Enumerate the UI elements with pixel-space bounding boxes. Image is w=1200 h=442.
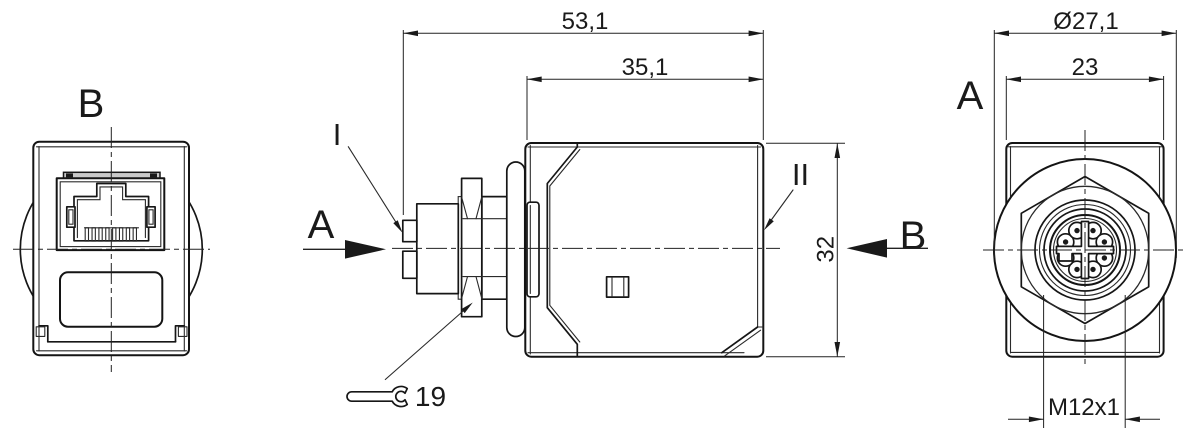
view-arrow-b-label: B — [900, 214, 927, 258]
view-b-rear: B — [13, 82, 210, 372]
m12-tip-upper — [401, 219, 418, 243]
view-arrow-b: B — [846, 214, 928, 258]
dim-flange-diameter: Ø27,1 — [993, 8, 1177, 258]
flange-disc — [505, 161, 526, 338]
view-arrow-a-label: A — [308, 203, 335, 247]
body-chamfer-edge — [546, 143, 579, 357]
detail-ii-callout: II — [764, 157, 809, 231]
rj45-contact-tab-right — [146, 205, 156, 229]
dim-body-width: 23 — [1005, 54, 1165, 140]
detail-ii-label: II — [792, 157, 809, 192]
view-arrow-a: A — [303, 203, 386, 259]
dim-flange-diameter-text: Ø27,1 — [1053, 8, 1118, 35]
wrench-icon — [346, 385, 409, 408]
m12-tip-lower — [401, 250, 418, 280]
detail-i-callout: I — [333, 117, 403, 233]
dim-front-length-text: 35,1 — [622, 54, 669, 81]
view-b-label: B — [78, 82, 105, 126]
view-a-front: Ø27,1 23 M12x1 A — [957, 8, 1187, 428]
dim-height-text: 32 — [813, 236, 840, 263]
dim-overall-length-text: 53,1 — [562, 8, 609, 35]
hex-nut-face — [1020, 175, 1150, 325]
view-side: 53,1 35,1 32 I II — [303, 8, 928, 412]
rj45-contact-tab-left — [65, 205, 76, 229]
dim-front-length: 35,1 — [526, 54, 764, 140]
view-a-label: A — [957, 74, 984, 118]
rj45-jack — [55, 171, 166, 252]
dim-overall-length: 53,1 — [402, 8, 764, 215]
dim-thread-text: M12x1 — [1048, 394, 1120, 421]
wrench-size-label: 19 — [415, 381, 446, 412]
wrench-callout: 19 — [346, 302, 473, 412]
rj45-contact-comb — [83, 227, 140, 242]
dim-body-width-text: 23 — [1072, 54, 1099, 81]
dim-height: 32 — [766, 142, 845, 358]
dim-thread: M12x1 — [1008, 295, 1160, 428]
hex-nut — [460, 177, 483, 318]
detail-i-label: I — [333, 117, 342, 152]
body-chamfer-bottom-right — [720, 326, 759, 354]
panel-seal — [526, 201, 540, 298]
body-outline — [524, 142, 765, 358]
cover-window — [605, 275, 630, 298]
